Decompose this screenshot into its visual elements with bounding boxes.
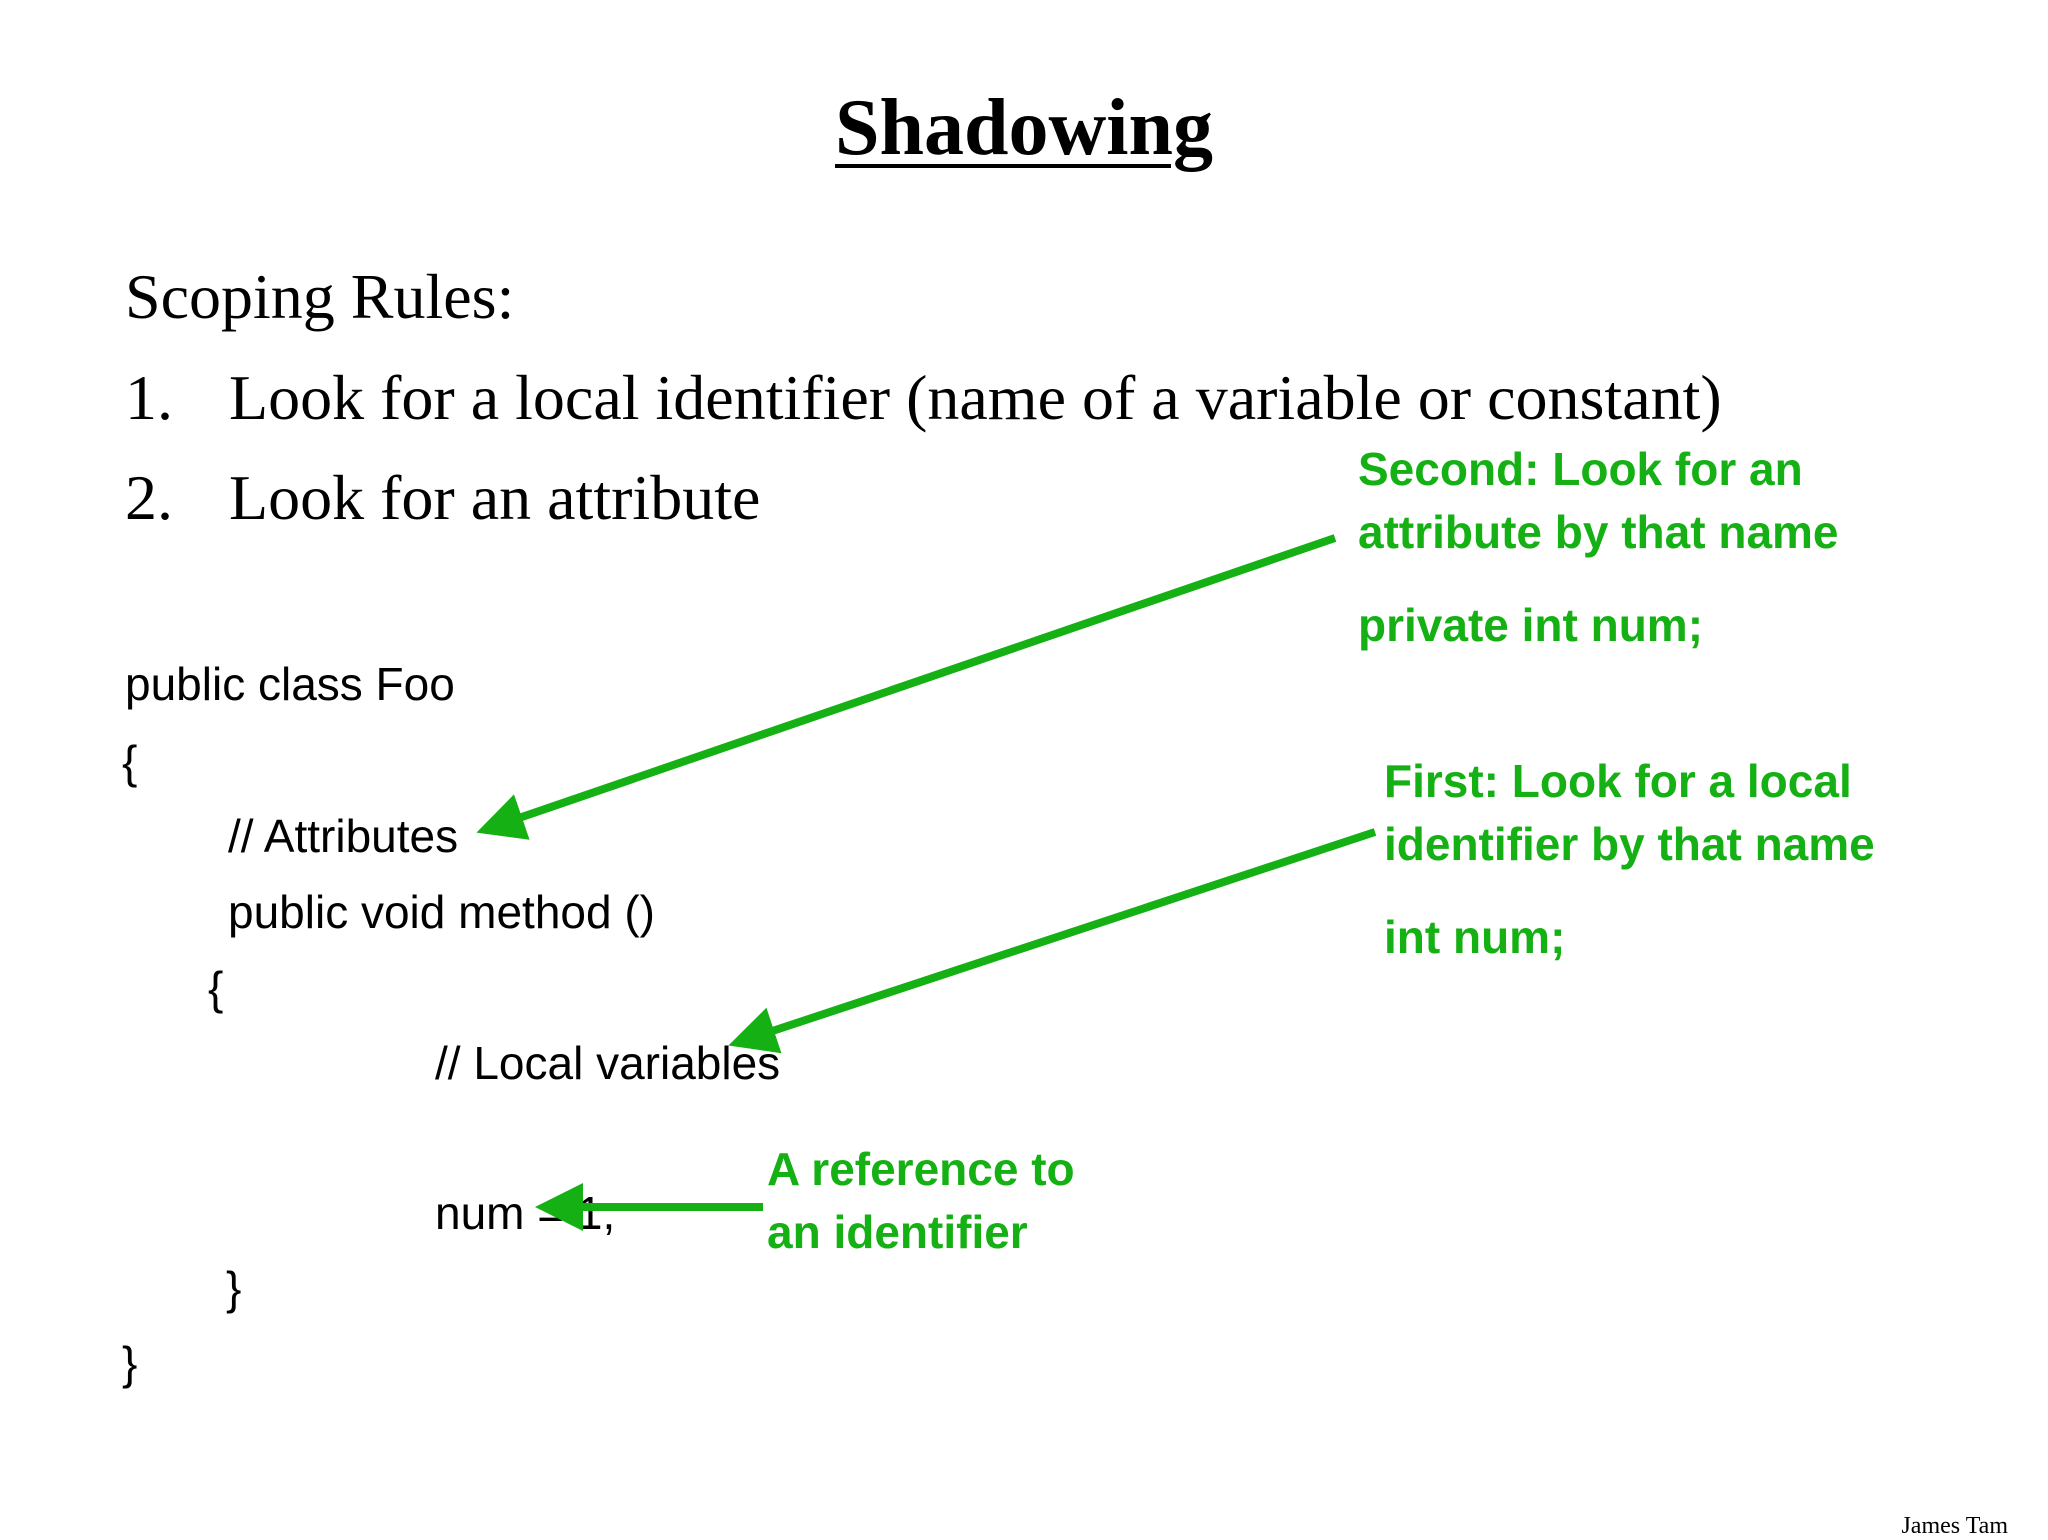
code-line-method-declaration: public void method ()	[228, 886, 655, 938]
rule-text: Look for a local identifier (name of a v…	[229, 362, 1722, 433]
rule-number: 1.	[125, 362, 173, 433]
arrow-to-attributes	[476, 534, 1337, 840]
slide-title: Shadowing	[835, 84, 1213, 172]
scoping-rules-heading: Scoping Rules:	[125, 261, 515, 332]
code-line-assignment: num = 1;	[435, 1187, 616, 1239]
rule-number: 2.	[125, 462, 173, 533]
code-line-open-brace: {	[122, 736, 138, 788]
footer-author: James Tam	[1901, 1513, 2008, 1539]
code-line-local-variables-comment: // Local variables	[435, 1037, 781, 1089]
annotation-second-line1: Second: Look for an	[1358, 443, 1803, 495]
rule-text: Look for an attribute	[229, 462, 761, 533]
code-line-method-close-brace: }	[226, 1262, 242, 1314]
annotation-second-code: private int num;	[1358, 599, 1704, 651]
code-line-method-open-brace: {	[208, 962, 224, 1014]
annotation-first-line1: First: Look for a local	[1384, 755, 1852, 807]
rule-item-1: 1. Look for a local identifier (name of a…	[125, 358, 1722, 438]
code-line-attributes-comment: // Attributes	[228, 810, 459, 862]
code-line-class-declaration: public class Foo	[125, 658, 455, 710]
annotation-reference-line1: A reference to	[767, 1143, 1075, 1195]
annotation-first-code: int num;	[1384, 911, 1566, 963]
arrow-to-local-variables	[728, 828, 1377, 1054]
annotation-first-line2: identifier by that name	[1384, 818, 1875, 870]
code-line-class-close-brace: }	[122, 1337, 138, 1389]
annotation-reference-line2: an identifier	[767, 1206, 1028, 1258]
rule-item-2: 2. Look for an attribute	[125, 458, 760, 538]
annotation-second-line2: attribute by that name	[1358, 506, 1839, 558]
